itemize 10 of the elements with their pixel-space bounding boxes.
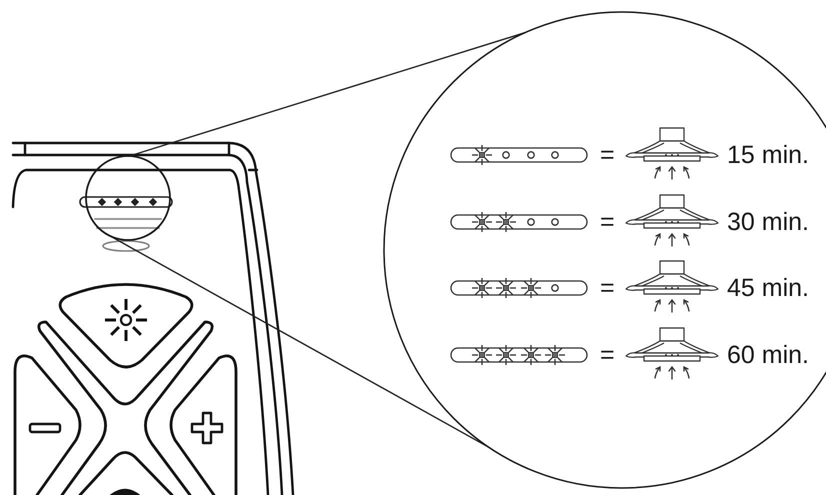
zoom-line xyxy=(129,32,526,157)
equals-sign: = xyxy=(600,273,615,303)
duration-label: 15 min. xyxy=(727,140,809,170)
highlight-circle xyxy=(85,155,171,241)
duration-label: 60 min. xyxy=(727,340,809,370)
equals-sign: = xyxy=(600,340,615,370)
duration-label: 30 min. xyxy=(727,207,809,237)
equals-sign: = xyxy=(600,140,615,170)
duration-label: 45 min. xyxy=(727,273,809,303)
equals-sign: = xyxy=(600,207,615,237)
